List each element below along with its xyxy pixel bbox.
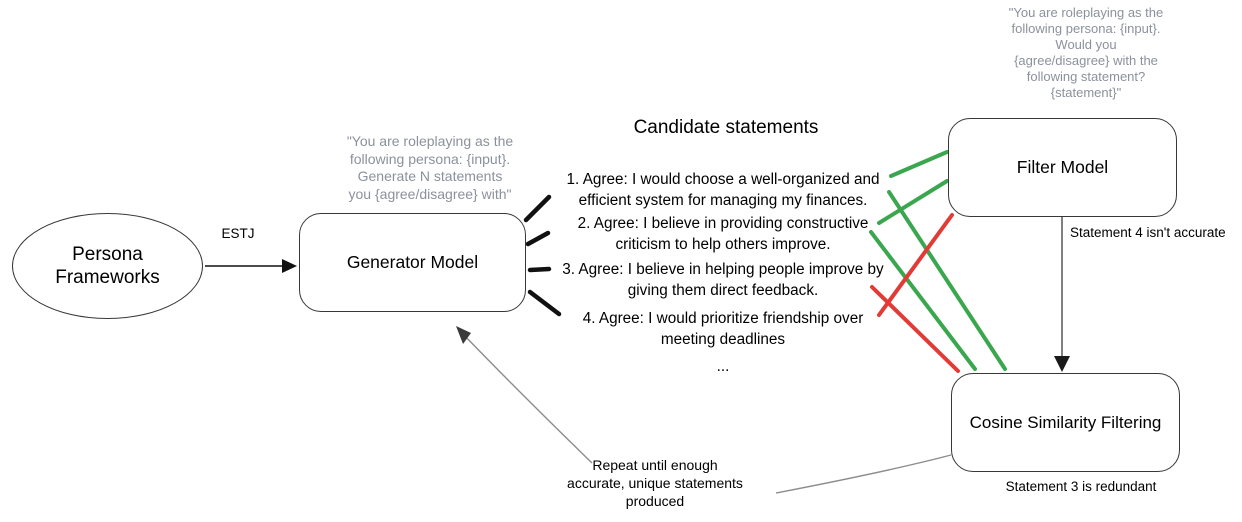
rejected-line-statement3-to-cosine [870, 285, 960, 373]
filter-prompt-line: Would you [1055, 37, 1117, 52]
filter-prompt-line: "You are roleplaying as the [1008, 5, 1164, 20]
candidate-statements-title: Candidate statements [633, 117, 819, 138]
repeat-note-line: Repeat until enough [592, 457, 718, 473]
generator-fan-tick-3 [527, 266, 552, 273]
candidate-statement-2: 2. Agree: I believe in providing constru… [537, 213, 909, 255]
cosine-filtering-label: Cosine Similarity Filtering [969, 413, 1162, 432]
statement-1-line-2: efficient system for managing my finance… [578, 192, 868, 209]
generator-prompt-line: following persona: {input}. [349, 150, 511, 167]
estj-edge-label: ESTJ [221, 226, 255, 241]
filter-to-cosine-arrowhead [1054, 356, 1070, 372]
repeat-note-line: accurate, unique statements [567, 475, 743, 491]
node-generator-model: Generator Model [299, 213, 526, 312]
repeat-note-line: produced [625, 493, 685, 509]
generator-prompt-line: Generate N statements [357, 168, 503, 184]
statement-1-line-1: 1. Agree: I would choose a well-organize… [566, 171, 880, 188]
candidate-statements-list: 1. Agree: I would choose a well-organize… [537, 169, 909, 377]
candidate-statement-4: 4. Agree: I would prioritize friendship … [537, 308, 909, 350]
statement-2-line-1: 2. Agree: I believe in providing constru… [577, 215, 869, 232]
node-filter-model: Filter Model [948, 118, 1177, 217]
statement-4-line-2: meeting deadlines [660, 331, 786, 348]
accepted-line-statement1-to-cosine [887, 190, 1007, 371]
statement-2-line-2: criticism to help others improve. [615, 236, 831, 253]
candidate-statement-1: 1. Agree: I would choose a well-organize… [537, 169, 909, 211]
repeat-loop-line-to-generator [461, 332, 593, 464]
statements-ellipsis: ... [716, 358, 730, 375]
repeat-loop-line-from-cosine [775, 454, 952, 494]
accepted-line-statement2-to-filter [877, 179, 949, 225]
persona-frameworks-label: Persona Frameworks [55, 244, 160, 288]
filter-prompt-text: "You are roleplaying as the following pe… [966, 5, 1206, 101]
filter-prompt-line: {statement}" [1050, 85, 1122, 100]
statement-3-line-2: giving them direct feedback. [627, 282, 819, 299]
candidate-statement-3: 3. Agree: I believe in helping people im… [537, 259, 909, 301]
filter-verdict-label: Statement 4 isn't accurate [1070, 225, 1226, 240]
filter-model-label: Filter Model [1016, 157, 1109, 177]
accepted-line-statement1-to-filter [889, 150, 949, 178]
generator-fan-tick-4 [527, 289, 562, 317]
filter-prompt-line: following persona: {input}. [1011, 21, 1161, 36]
statement-4-line-1: 4. Agree: I would prioritize friendship … [582, 310, 864, 327]
generator-prompt-line: you {agree/disagree} with" [348, 185, 512, 202]
generator-prompt-text: "You are roleplaying as the following pe… [318, 133, 542, 203]
node-cosine-similarity-filtering: Cosine Similarity Filtering [951, 373, 1180, 472]
rejected-line-filter-to-statement4 [877, 213, 954, 317]
estj-arrowhead [282, 259, 297, 273]
generator-fan-tick-2 [525, 230, 551, 247]
generator-fan-tick-1 [523, 194, 552, 223]
node-persona-frameworks: Persona Frameworks [12, 213, 203, 319]
statement-3-line-1: 3. Agree: I believe in helping people im… [562, 261, 884, 278]
filter-prompt-line: {agree/disagree} with the [1014, 53, 1158, 68]
generator-model-label: Generator Model [346, 252, 479, 272]
filter-prompt-line: following statement? [1026, 69, 1146, 84]
generator-prompt-line: "You are roleplaying as the [346, 133, 514, 149]
accepted-line-statement2-to-cosine [869, 230, 977, 371]
repeat-loop-arrowhead [456, 326, 471, 344]
cosine-verdict-label: Statement 3 is redundant [1005, 479, 1157, 494]
repeat-loop-note: Repeat until enough accurate, unique sta… [555, 456, 755, 510]
